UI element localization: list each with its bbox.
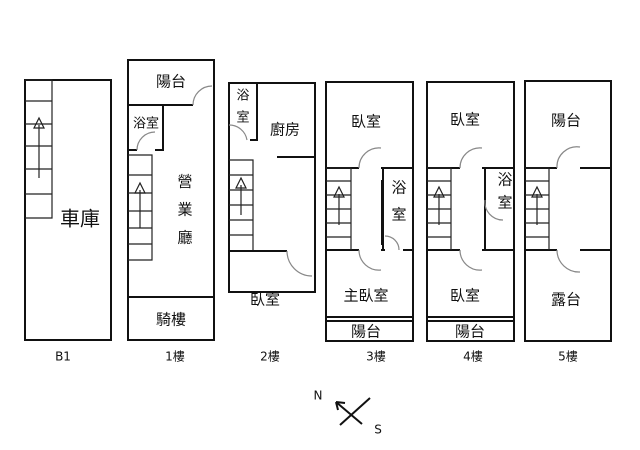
compass-south: S [374, 423, 382, 437]
floor-label-4: 4樓 [463, 349, 483, 364]
floor-label-b1: B1 [55, 350, 71, 364]
floor-label-5: 5樓 [558, 349, 578, 364]
room-balcony: 陽台 [551, 112, 581, 130]
floor-3: 臥室 浴 室 主臥室 陽台 3樓 [325, 81, 414, 364]
floor5-outline [524, 80, 612, 342]
compass-arrow-icon [335, 397, 371, 426]
floor-5: 陽台 露台 5樓 [524, 80, 612, 364]
floor4-outline [426, 81, 515, 342]
floor-2: 浴 室 廚房 臥室 2樓 [228, 82, 316, 364]
room-hall-3: 廳 [177, 229, 192, 247]
floor-b1: 車庫 B1 [24, 79, 112, 364]
room-arcade: 騎樓 [156, 311, 186, 329]
room-bath-2: 室 [497, 194, 512, 212]
room-balcony: 陽台 [156, 73, 186, 91]
room-bath-1: 浴 [236, 89, 249, 104]
room-bath-2: 室 [236, 110, 249, 126]
room-bedroom-1: 臥室 [450, 111, 480, 129]
floor-label-1: 1樓 [165, 349, 185, 364]
floor3-outline [325, 81, 414, 342]
room-bath-2: 室 [391, 206, 406, 224]
b1-outline [24, 79, 112, 341]
room-bath-1: 浴 [497, 171, 512, 189]
stairs [229, 159, 254, 250]
room-balcony: 陽台 [455, 323, 485, 341]
stairs [128, 154, 153, 261]
room-kitchen: 廚房 [270, 121, 300, 139]
room-bedroom: 臥室 [250, 291, 280, 309]
floor-label-3: 3樓 [366, 349, 386, 364]
stairs [427, 167, 452, 250]
floor-label-2: 2樓 [260, 349, 280, 364]
compass-north: N [314, 389, 323, 403]
stairs [525, 167, 550, 250]
compass: N S [314, 389, 382, 437]
room-bedroom-2: 臥室 [450, 287, 480, 305]
room-garage: 車庫 [60, 207, 100, 231]
room-hall-2: 業 [177, 201, 192, 219]
stairs [326, 167, 352, 250]
floor2-outline [228, 82, 316, 293]
room-hall-1: 營 [177, 173, 192, 191]
room-master-bedroom: 主臥室 [343, 287, 388, 305]
floor-1: 陽台 浴室 營 業 廳 騎樓 1樓 [127, 59, 215, 364]
room-bedroom: 臥室 [351, 113, 381, 131]
stairs [25, 79, 53, 219]
room-terrace: 露台 [551, 291, 581, 309]
floor-4: 臥室 浴 室 臥室 陽台 4樓 [426, 81, 515, 364]
room-bathroom: 浴室 [133, 116, 159, 132]
room-bath-1: 浴 [391, 179, 406, 197]
floor1-outline [127, 59, 215, 341]
room-balcony: 陽台 [351, 323, 381, 341]
